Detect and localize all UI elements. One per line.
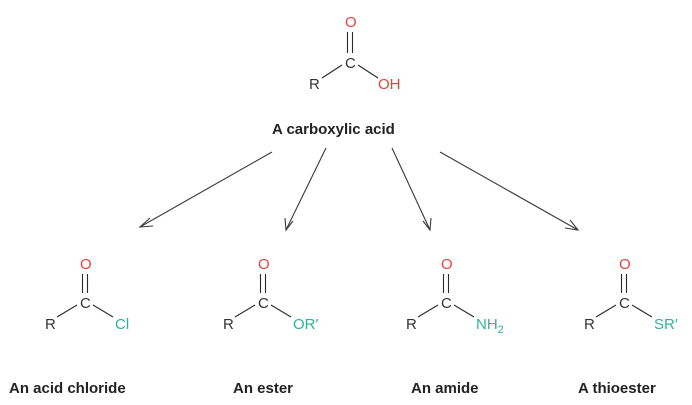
amide-label: An amide [411, 380, 479, 397]
ester-structure: O C R OR′ [223, 256, 319, 333]
acid-chloride-structure: O C R Cl [45, 256, 129, 333]
parent-bond-r [321, 64, 343, 79]
parent-bond-oh [357, 64, 379, 79]
amide-structure: O C R NH2 [406, 256, 504, 336]
acid-chloride-chlorine: Cl [115, 316, 129, 333]
parent-oxygen: O [345, 14, 357, 31]
ester-oxygen: O [258, 256, 270, 273]
parent-carbon: C [345, 55, 356, 72]
arrow-to-thioester [439, 151, 579, 231]
ester-bond-g [270, 304, 292, 318]
amide-bond-r [417, 304, 439, 318]
arrows [138, 147, 580, 232]
amide-carbon: C [441, 295, 452, 312]
arrow-head-acid-chloride [138, 217, 154, 228]
carboxylic-acid-label: A carboxylic acid [272, 121, 395, 138]
thioester-carbon: C [619, 295, 630, 312]
thioester-oxygen: O [619, 256, 631, 273]
thioester-label: A thioester [578, 380, 656, 397]
acid-chloride-r-group: R [45, 316, 56, 333]
acid-chloride-bond-g [92, 304, 114, 318]
carboxylic-acid-structure: O C R OH [309, 14, 401, 93]
thioester-r-group: R [584, 316, 595, 333]
amide-r-group: R [406, 316, 417, 333]
arrow-head-amide [422, 217, 432, 232]
acid-chloride-oxygen: O [80, 256, 92, 273]
arrow-head-thioester [564, 219, 580, 231]
ester-carbon: C [258, 295, 269, 312]
arrow-to-ester [285, 147, 327, 231]
parent-hydroxyl: OH [378, 76, 401, 93]
thioester-bond-r [595, 304, 617, 318]
amide-amine: NH2 [476, 316, 504, 336]
acid-chloride-bond-r [56, 304, 78, 318]
amide-bond-g [453, 304, 475, 318]
arrow-head-ester [284, 217, 294, 232]
parent-r-group: R [309, 76, 320, 93]
ester-bond-r [234, 304, 256, 318]
ester-r-group: R [223, 316, 234, 333]
amide-oxygen: O [441, 256, 453, 273]
thioester-bond-g [631, 304, 653, 318]
ester-alkoxy: OR′ [293, 316, 319, 333]
ester-label: An ester [233, 380, 294, 397]
acid-chloride-label: An acid chloride [9, 380, 126, 397]
arrow-to-acid-chloride [139, 151, 273, 228]
acid-chloride-carbon: C [80, 295, 91, 312]
thioester-thiol: SR′ [654, 316, 678, 333]
thioester-structure: O C R SR′ [584, 256, 678, 333]
arrow-to-amide [391, 147, 431, 231]
